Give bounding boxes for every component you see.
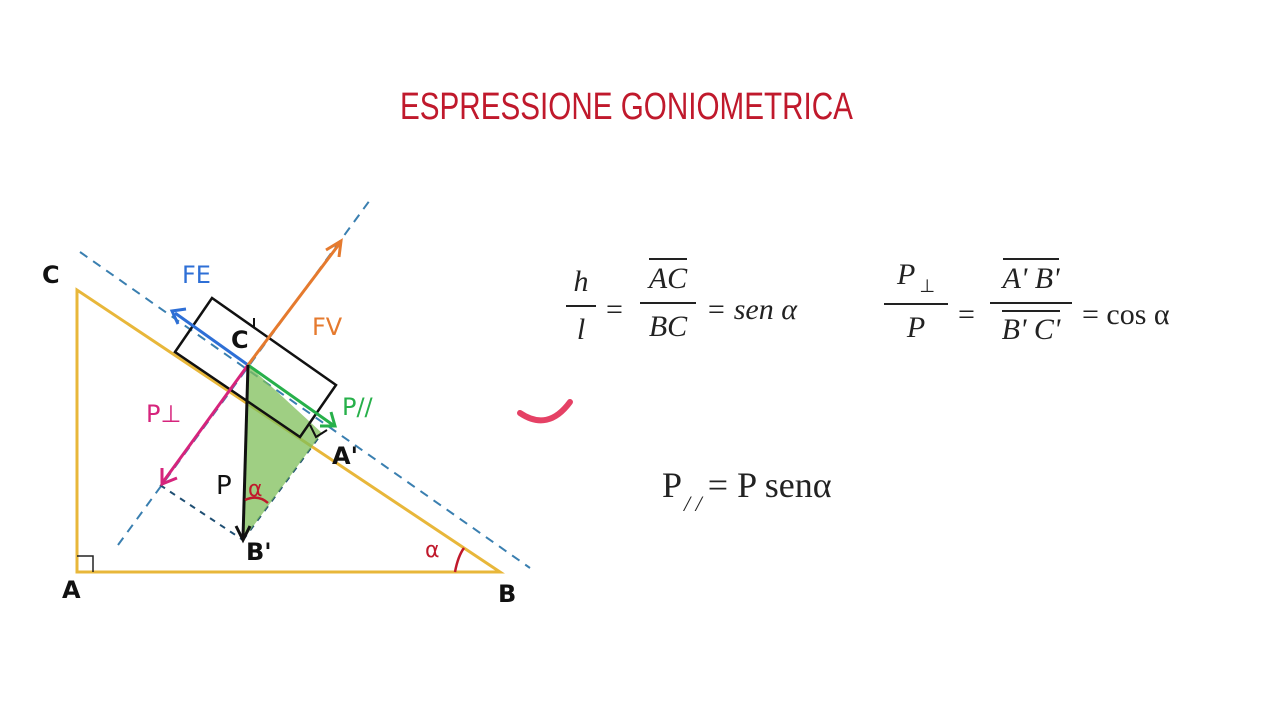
fraction-bar	[566, 305, 596, 307]
numerator-ac: AC	[648, 258, 688, 296]
dashed-projection-line-2	[242, 432, 323, 541]
angle-label-alpha-b: α	[425, 538, 440, 563]
vertex-label-b-prime: B'	[246, 538, 272, 566]
right-angle-marker-a-prime	[309, 424, 328, 439]
equals-sign-2: =	[958, 298, 975, 331]
force-label-p: P	[216, 471, 232, 501]
dashed-projection-line	[159, 484, 244, 541]
force-label-p-par: P//	[342, 393, 374, 421]
fraction-pperp-over-p: P⊥ P	[884, 258, 948, 345]
p-sen-alpha: = P senα	[707, 465, 832, 505]
parallel-subscript: / /	[684, 491, 702, 516]
vertex-label-a: A	[62, 576, 81, 604]
equals-sign-1: =	[606, 293, 623, 326]
sen-alpha-result: = sen α	[706, 293, 797, 326]
perp-subscript: ⊥	[919, 276, 935, 296]
fe-arrow-head	[169, 307, 187, 325]
angle-label-alpha-p: α	[248, 477, 263, 502]
red-pen-stroke	[517, 399, 573, 424]
numerator-p: P	[896, 258, 916, 291]
vertex-label-c: C	[42, 261, 60, 289]
denominator-l: l	[576, 313, 586, 346]
fraction-bar	[990, 302, 1072, 304]
p-weight-arrow-line	[241, 364, 250, 539]
vertex-label-c-small: C	[231, 326, 249, 354]
fv-arrow-line	[246, 242, 342, 366]
force-label-fv: FV	[312, 313, 343, 341]
fraction-ac-over-bc: AC BC	[640, 258, 696, 344]
p-par-arrow-line	[247, 363, 334, 427]
vertex-label-a-prime: A'	[332, 442, 358, 470]
block-rectangle	[173, 296, 338, 439]
fraction-bar	[640, 302, 696, 304]
cos-alpha-result: = cos α	[1082, 298, 1170, 331]
right-angle-marker-a	[77, 555, 94, 572]
fraction-apbp-over-bpcp: A' B' B' C'	[990, 258, 1072, 347]
green-shaded-triangle	[243, 365, 322, 540]
denominator-bc: BC	[648, 310, 688, 343]
vertex-label-b: B	[498, 580, 516, 608]
p-symbol: P	[662, 465, 683, 505]
force-label-p-perp: P⊥	[146, 400, 181, 428]
fraction-bar	[884, 303, 948, 305]
fe-arrow-line	[174, 311, 249, 367]
force-label-fe: FE	[182, 261, 211, 289]
p-par-arrow-head	[320, 411, 337, 428]
dashed-parallel-line	[79, 251, 531, 569]
numerator-h: h	[573, 265, 589, 298]
denominator-p: P	[906, 311, 926, 344]
alpha-arc-p	[244, 496, 269, 504]
alpha-arc-b	[453, 547, 466, 573]
formula-p-parallel: P/ / = P senα	[662, 464, 832, 517]
p-weight-arrow-head	[234, 525, 252, 544]
fv-arrow-head	[325, 238, 343, 258]
p-perp-arrow-head	[160, 468, 178, 487]
p-perp-arrow-line	[161, 364, 250, 483]
denominator-bpcp: B' C'	[1001, 310, 1061, 347]
fraction-h-over-l: h l	[566, 265, 596, 347]
numerator-apbp: A' B'	[1002, 258, 1060, 296]
